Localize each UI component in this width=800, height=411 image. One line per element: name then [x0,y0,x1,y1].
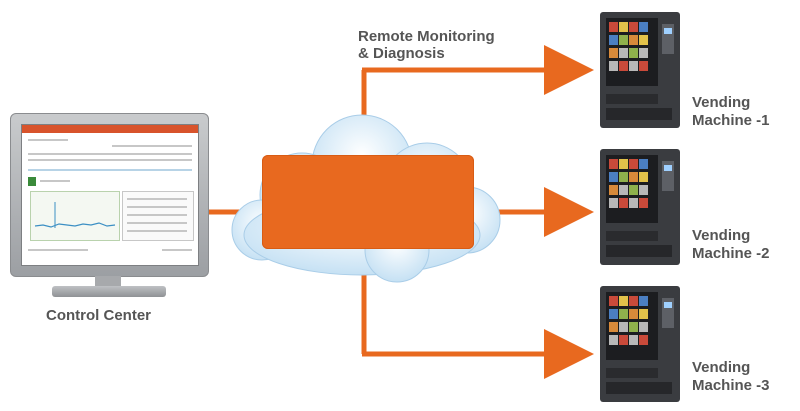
app-header-bar [22,125,198,133]
title-line-1: Remote Monitoring [358,28,495,45]
mini-chart-line [34,202,116,228]
app-tab-line [28,169,192,171]
table-row [127,230,187,232]
vending-machine-1-icon [600,12,680,128]
remote-monitoring-title: Remote Monitoring & Diagnosis [358,28,495,62]
vending-machine-3-label: Vending Machine -3 [692,359,770,395]
table-row [127,198,187,200]
vending-machine-1-label: Vending Machine -1 [692,94,770,130]
vending-machine-2-icon [600,149,680,265]
app-footer-line [28,249,88,251]
mini-chart [30,191,120,241]
app-header-line [28,153,192,155]
central-hub-box [262,155,474,249]
monitor-stand [52,286,166,297]
vending-machine-3-icon [600,286,680,402]
vending-machine-2-label: Vending Machine -2 [692,227,770,263]
vending-machine-2-label-line1: Vending [692,227,751,244]
table-row [127,222,187,224]
app-nav-line [28,139,68,141]
title-line-2: & Diagnosis [358,45,445,62]
vending-machine-3-label-line2: Machine -3 [692,377,770,394]
monitor-neck [95,276,121,286]
app-value-line [40,180,70,182]
table-row [127,214,187,216]
vending-machine-3-label-line1: Vending [692,359,751,376]
status-badge [28,177,36,186]
table-row [127,206,187,208]
control-center-monitor [10,113,209,277]
mini-table [122,191,194,241]
monitor-screen [21,124,199,266]
control-center-label: Control Center [46,307,151,324]
app-subheader-line [28,159,192,161]
vending-machine-2-label-line2: Machine -2 [692,245,770,262]
app-toolbar-line [112,145,192,147]
app-footer-line-right [162,249,192,251]
vending-machine-1-label-line2: Machine -1 [692,112,770,129]
vending-machine-1-label-line1: Vending [692,94,751,111]
